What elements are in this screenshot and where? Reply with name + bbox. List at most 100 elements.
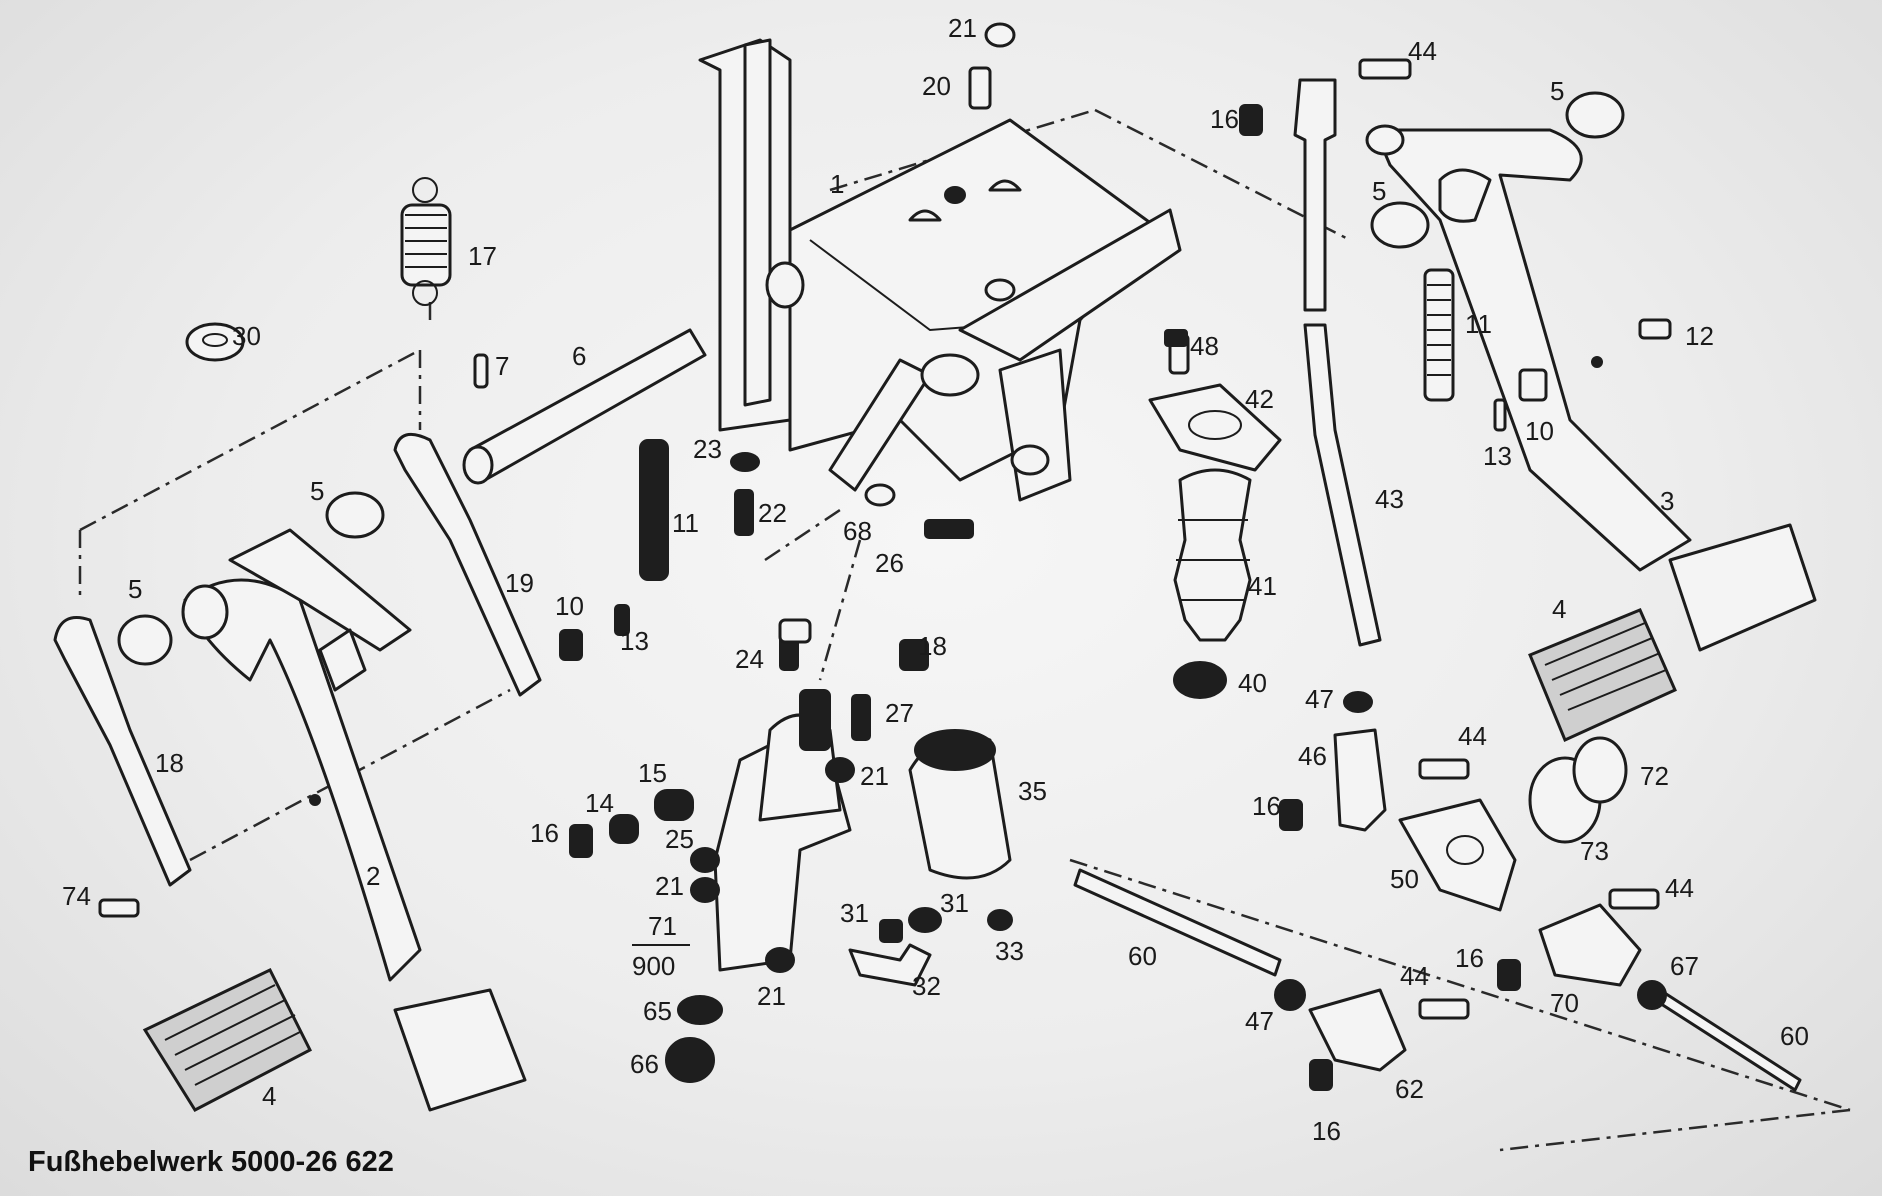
callout-26: 26 — [875, 548, 904, 578]
callout-35: 35 — [1018, 776, 1047, 806]
callout-16-a: 16 — [530, 818, 559, 848]
callout-71: 71 — [648, 911, 677, 941]
callout-23: 23 — [693, 434, 722, 464]
callout-47-a: 47 — [1305, 684, 1334, 714]
callout-21-d: 21 — [757, 981, 786, 1011]
callout-44-a: 44 — [1408, 36, 1437, 66]
callout-20: 20 — [922, 71, 951, 101]
clevis-part-62 — [1308, 988, 1407, 1072]
master-cylinder-group — [713, 689, 852, 972]
callout-62: 62 — [1395, 1074, 1424, 1104]
callout-44-c: 44 — [1665, 873, 1694, 903]
callout-72: 72 — [1640, 761, 1669, 791]
callout-44-d: 44 — [1400, 961, 1429, 991]
callout-30: 30 — [232, 321, 261, 351]
callout-24: 24 — [735, 644, 764, 674]
callout-7: 7 — [495, 351, 509, 381]
callout-47-b: 47 — [1245, 1006, 1274, 1036]
callout-labels: 1 2 3 4 4 5 5 5 5 6 7 10 10 11 11 12 13 … — [62, 13, 1809, 1146]
callout-70: 70 — [1550, 988, 1579, 1018]
callout-18-a: 18 — [155, 748, 184, 778]
callout-41: 41 — [1248, 571, 1277, 601]
callout-68: 68 — [843, 516, 872, 546]
callout-31-a: 31 — [840, 898, 869, 928]
small-hardware — [98, 22, 1672, 1091]
bushings-part-5 — [117, 91, 1625, 666]
fluid-reservoir-part-35 — [908, 729, 1012, 880]
callout-43: 43 — [1375, 484, 1404, 514]
hose-part-32 — [848, 943, 932, 987]
callout-27: 27 — [885, 698, 914, 728]
callout-40: 40 — [1238, 668, 1267, 698]
callout-14: 14 — [585, 788, 614, 818]
pedal-shaft-part-6 — [462, 328, 707, 485]
callout-73: 73 — [1580, 836, 1609, 866]
return-spring-part-11-right — [1423, 268, 1455, 402]
push-rod-part-43 — [1293, 78, 1382, 647]
callout-21-b: 21 — [860, 761, 889, 791]
callout-16-b: 16 — [1210, 104, 1239, 134]
callout-65: 65 — [643, 996, 672, 1026]
callout-32: 32 — [912, 971, 941, 1001]
adjusting-rod-part-60-left — [1073, 868, 1282, 977]
callout-16-e: 16 — [1312, 1116, 1341, 1146]
callout-5-b: 5 — [128, 574, 142, 604]
return-spring-part-11-left — [639, 439, 669, 581]
callout-10-b: 10 — [1525, 416, 1554, 446]
callout-13-b: 13 — [1483, 441, 1512, 471]
callout-1: 1 — [830, 169, 844, 199]
clevis-part-70 — [1538, 903, 1642, 987]
callout-22: 22 — [758, 498, 787, 528]
callout-17: 17 — [468, 241, 497, 271]
callout-33: 33 — [995, 936, 1024, 966]
callout-21-c: 21 — [655, 871, 684, 901]
pedal-pad-part-4-left — [142, 968, 313, 1112]
callout-25: 25 — [665, 824, 694, 854]
callout-11-a: 11 — [672, 508, 699, 538]
main-bracket-part-1 — [698, 38, 1182, 502]
callout-4-right: 4 — [1552, 594, 1566, 624]
callout-31-b: 31 — [940, 888, 969, 918]
callout-3: 3 — [1660, 486, 1674, 516]
callout-15: 15 — [638, 758, 667, 788]
callout-42: 42 — [1245, 384, 1274, 414]
clevis-part-46 — [1333, 728, 1387, 832]
callout-60-b: 60 — [1780, 1021, 1809, 1051]
adjusting-rod-part-60-right — [1653, 988, 1802, 1092]
callout-21-a: 21 — [948, 13, 977, 43]
callout-6: 6 — [572, 341, 586, 371]
callout-4-left: 4 — [262, 1081, 276, 1111]
callout-2: 2 — [366, 861, 380, 891]
callout-13-a: 13 — [620, 626, 649, 656]
bearing-plate-part-50 — [1398, 798, 1517, 912]
callout-5-d: 5 — [1550, 76, 1564, 106]
callout-60-a: 60 — [1128, 941, 1157, 971]
callout-16-c: 16 — [1252, 791, 1281, 821]
callout-74: 74 — [62, 881, 91, 911]
callout-5-a: 5 — [310, 476, 324, 506]
rings-parts-72-73 — [1528, 736, 1628, 844]
flange-plate-part-42 — [1148, 383, 1282, 472]
callout-66: 66 — [630, 1049, 659, 1079]
pedal-lever-part-3 — [1365, 124, 1817, 652]
callout-50: 50 — [1390, 864, 1419, 894]
callout-5-c: 5 — [1372, 176, 1386, 206]
return-spring-part-17 — [400, 177, 452, 306]
callout-48: 48 — [1190, 331, 1219, 361]
callout-46: 46 — [1298, 741, 1327, 771]
callout-16-d: 16 — [1455, 943, 1484, 973]
diagram-caption: Fußhebelwerk 5000-26 622 — [28, 1146, 394, 1178]
connecting-rod-part-19 — [393, 432, 542, 697]
callout-12: 12 — [1685, 321, 1714, 351]
connecting-rod-part-18 — [53, 616, 192, 887]
pedal-pad-part-4-right — [1528, 608, 1677, 743]
callout-11-b: 11 — [1465, 309, 1492, 339]
pedal-lever-part-2 — [181, 528, 527, 1112]
rubber-boot-part-41 — [1173, 468, 1252, 642]
callout-10-a: 10 — [555, 591, 584, 621]
callout-67: 67 — [1670, 951, 1699, 981]
callout-44-b: 44 — [1458, 721, 1487, 751]
callout-19: 19 — [505, 568, 534, 598]
